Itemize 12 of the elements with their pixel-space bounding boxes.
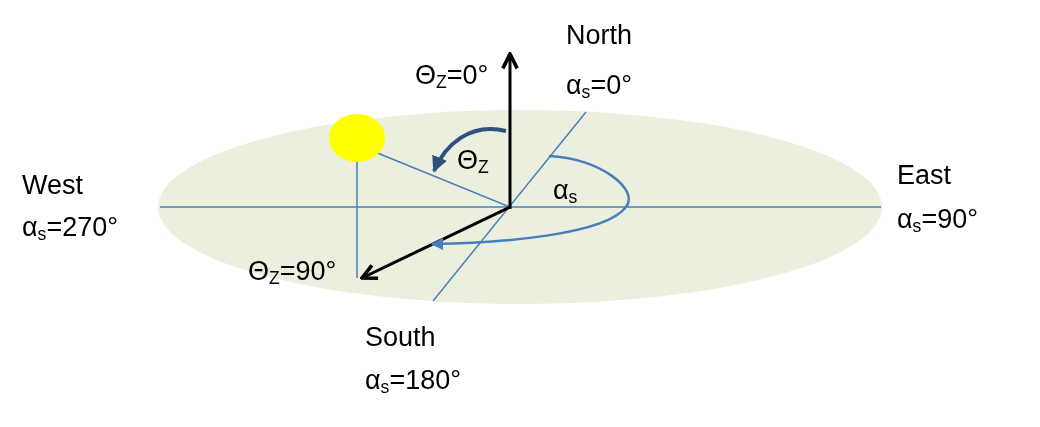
angle-label: Θ$_{Z}$=0° (415, 60, 489, 90)
direction-label: East (897, 160, 952, 190)
direction-label: North (566, 20, 633, 50)
angle-label: Θ$_{Z}$=90° (248, 256, 337, 286)
angle-label: α$_{s}$=270° (22, 212, 118, 242)
direction-label: West (22, 170, 83, 200)
angle-label: α$_{s}$=90° (897, 204, 978, 234)
angle-label: α$_{s}$=0° (566, 70, 632, 100)
angle-symbol: Θ$_{Z}$ (457, 145, 489, 175)
angle-label: α$_{s}$=180° (365, 365, 461, 395)
angle-symbol: α$_{s}$ (553, 175, 578, 205)
direction-label: South (365, 322, 436, 352)
